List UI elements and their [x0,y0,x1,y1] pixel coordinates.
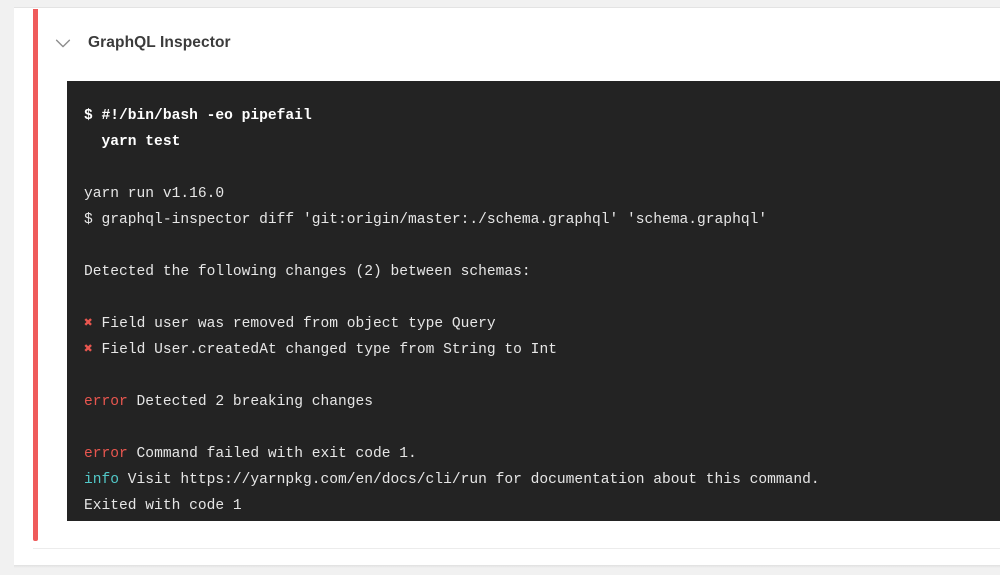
console-line-text [84,160,93,176]
console-line [84,233,1000,259]
console-line: $ graphql-inspector diff 'git:origin/mas… [84,207,1000,233]
chevron-down-icon[interactable] [52,32,74,54]
console-line-text: Detected 2 breaking changes [127,394,374,410]
step-status-bar [33,9,38,541]
error-cross-icon: ✖ [84,316,93,332]
console-line-text: Visit https://yarnpkg.com/en/docs/cli/ru… [119,472,820,488]
console-line-text [84,420,93,436]
console-output[interactable]: $ #!/bin/bash -eo pipefail yarn test yar… [67,81,1000,521]
console-line [84,155,1000,181]
console-line: Exited with code 1 [84,493,1000,519]
console-line: ✖ Field User.createdAt changed type from… [84,337,1000,363]
step-title: GraphQL Inspector [88,34,231,51]
console-line: yarn run v1.16.0 [84,181,1000,207]
console-line-text [84,238,93,254]
console-line: $ #!/bin/bash -eo pipefail [84,103,1000,129]
step-divider [33,548,1000,549]
console-line: yarn test [84,129,1000,155]
console-line-text: Command failed with exit code 1. [127,446,417,462]
console-line [84,363,1000,389]
step-header[interactable]: GraphQL Inspector [52,22,231,64]
console-line-text: Field User.createdAt changed type from S… [92,342,557,358]
console-line-tag: error [84,446,128,462]
console-line: Detected the following changes (2) betwe… [84,259,1000,285]
console-line-text: yarn run v1.16.0 [84,186,225,202]
console-line-text: Field user was removed from object type … [92,316,496,332]
console-line: error Command failed with exit code 1. [84,441,1000,467]
build-step-card: GraphQL Inspector $ #!/bin/bash -eo pipe… [14,7,1000,565]
console-line-text [84,368,93,384]
console-line-text: $ graphql-inspector diff 'git:origin/mas… [84,212,768,228]
console-line: ✖ Field user was removed from object typ… [84,311,1000,337]
console-line-tag: info [84,472,120,488]
console-line: info Visit https://yarnpkg.com/en/docs/c… [84,467,1000,493]
console-line-text: $ #!/bin/bash -eo pipefail [84,108,312,124]
console-line-text: Exited with code 1 [84,498,242,514]
console-line-text: Detected the following changes (2) betwe… [84,264,531,280]
console-line [84,415,1000,441]
console-line: error Detected 2 breaking changes [84,389,1000,415]
console-line-text: yarn test [84,134,181,150]
card-bottom-shadow [14,565,1000,568]
console-line-tag: error [84,394,128,410]
error-cross-icon: ✖ [84,342,93,358]
console-line [84,285,1000,311]
console-line-text [84,290,93,306]
